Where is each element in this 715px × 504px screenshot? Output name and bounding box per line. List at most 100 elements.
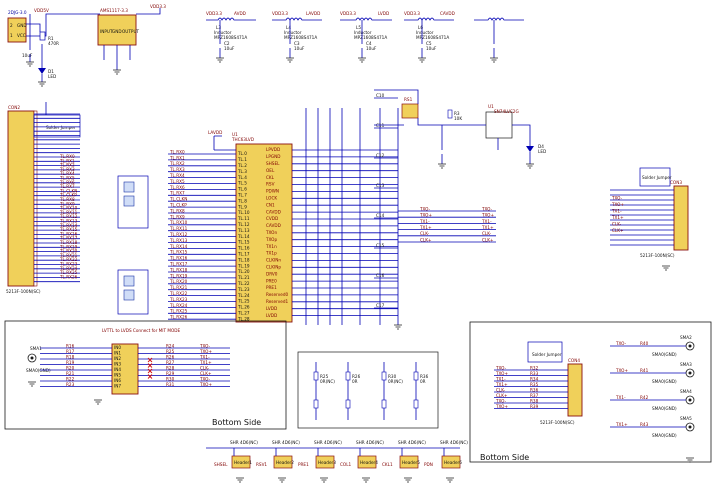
mid-res-body-2 [413, 399, 419, 409]
ic-left-pin: TL.0 [237, 151, 247, 156]
header-resistor: SHR 4D6(NC) [356, 440, 384, 445]
bl-row-res-r: R25 [166, 349, 175, 354]
ic-left-pin: TL.7 [237, 193, 247, 198]
bl-row-net: TXO- [199, 343, 211, 348]
power-filter-1: VDD3.3 AVDD L3 Inductor MPZ1608S471A C2 … [206, 11, 256, 63]
con2-net-label: TL.RX23 [59, 262, 78, 267]
bottom-left-frame [4, 320, 287, 430]
mid-res-ref: R25 [320, 374, 329, 379]
ic-left-pin: TL.13 [237, 228, 250, 233]
filter2-l-part: MPZ1608S471A [284, 35, 317, 40]
ic-cap-label: C11 [376, 123, 385, 128]
ic-left-pin: TL.4 [237, 175, 247, 180]
filter4-out: CAVDD [440, 11, 455, 16]
con3-net: TX1+ [611, 215, 624, 220]
ic-right-pin: TXOp [265, 237, 277, 242]
bl-row-res: R17 [66, 349, 75, 354]
sma-net: TX1+ [615, 422, 628, 427]
d4-label: LED [538, 149, 546, 154]
con2-net-label: TL.RX16 [59, 231, 78, 236]
rsv-block: RS1 R3 10K U1 SN74LVC2G D4 LED [374, 89, 546, 169]
bl-row-pin: IN5 [114, 373, 121, 378]
ic-left-pin: TL.26 [237, 305, 250, 310]
mid-res-body [413, 371, 419, 381]
con4-label: 5213F-100N(SC) [540, 420, 575, 425]
con2-ref: CON2 [8, 105, 20, 110]
power-filter-3: VDD3.3 LVDD L5 Inductor MPZ1608S471A C4 … [340, 11, 392, 63]
ic-cap-label: C13 [376, 183, 385, 188]
ic-left-net: TL.RX12 [169, 232, 188, 237]
ic-cap-label: C16 [376, 273, 385, 278]
br-row-res: R33 [530, 371, 539, 376]
con2-net-label: TL.RX3 [59, 167, 75, 172]
ic-cap-label: C14 [376, 213, 385, 218]
br-row-res: R34 [530, 376, 539, 381]
ic-right-pin: Reserved0 [266, 292, 288, 297]
con2-label: 5213F-100N(SC) [6, 289, 41, 294]
header-ref: Header3 [318, 460, 336, 465]
mid-res-body [313, 371, 319, 381]
dc-jack-pin-1: 1 [10, 33, 13, 38]
con2-net-label: TL.CLKN [59, 188, 77, 193]
header-label: CKL1 [382, 462, 393, 467]
dc-jack-title: 2DJG-3.0 [8, 10, 27, 15]
bl-row-res-r: R24 [166, 343, 175, 348]
vdd5v-net: VDD5V [34, 8, 49, 13]
ic-left-net: TL.RX11 [169, 226, 188, 231]
ic-left-net: TL.CLKP [169, 203, 187, 208]
ic-right-pin: CN1 [266, 202, 275, 207]
ic-left-pin: TL.23 [237, 287, 250, 292]
filter1-out: AVDD [234, 11, 246, 16]
bl-row-net: TX1+ [199, 360, 212, 365]
ic-cap-label: C12 [376, 153, 385, 158]
u2-out-net: VDD3.3 [150, 4, 166, 9]
ic-left-net: TL.RX5 [169, 179, 185, 184]
con2-net-label: TL.RX1 [59, 158, 75, 163]
ic-left-net: TL.RX7 [169, 191, 185, 196]
filter3-c-val: 10uF [366, 46, 377, 51]
ic-left-pin: TL.15 [237, 240, 250, 245]
ic-right-pin: CLKINn [266, 258, 281, 263]
filter2-c: C3 [294, 41, 300, 46]
ic-left-pin: TL.18 [237, 257, 250, 262]
header-label: PDN [424, 462, 433, 467]
con2-net-label: TL.CLKP [59, 193, 77, 198]
ic-left-pin: TL.24 [237, 293, 250, 298]
ic-right-pin: TXOn [265, 230, 277, 235]
bl-row-res: R18 [66, 354, 75, 359]
bl-row-net: TXO- [199, 376, 211, 381]
br-row-net: CLK- [496, 387, 506, 392]
ic-left-pin: TL.19 [237, 263, 250, 268]
led-d1-icon [38, 68, 46, 74]
r1-value: 470R [48, 41, 59, 46]
con2-net-label: TL.RX14 [59, 223, 78, 228]
ic-left-net: TL.RX0 [169, 149, 185, 154]
filter3-net: VDD3.3 [340, 11, 356, 16]
ic-left-net: TL.RX8 [169, 208, 185, 213]
header-ref: Header6 [444, 460, 462, 465]
bl-row-res-r: R29 [166, 371, 175, 376]
sma-res: R42 [640, 395, 649, 400]
br-row-res: R38 [530, 398, 539, 403]
ic-right-pin: LVDD [266, 313, 277, 318]
filter4-c-val: 10uF [426, 46, 437, 51]
br-row-net: CLK+ [496, 393, 508, 398]
con3-ref: CON3 [670, 180, 682, 185]
ic-left-net: TL.RX3 [169, 167, 185, 172]
sma-label: SMA3 [680, 362, 692, 367]
con2-net-label: TL.RX9 [59, 201, 75, 206]
power-filter-5 [474, 17, 524, 63]
ic-right-pin: CAVDD [266, 209, 281, 214]
bl-row-res-r: R26 [166, 354, 175, 359]
filter3-c: C4 [366, 41, 372, 46]
c6-value: 10uF [22, 53, 33, 58]
con2-net-label: TL.RX7 [59, 184, 75, 189]
ic-left-pin: TL.10 [237, 210, 250, 215]
ic-left-net: TL.RX14 [169, 244, 188, 249]
ic-left-net: TL.RX16 [169, 256, 188, 261]
br-row-res: R35 [530, 382, 539, 387]
con3-net: CLK- [612, 221, 622, 226]
connector-con2: CON2 5213F-100N(SC) Solder Jumper TL.RX0… [6, 102, 81, 294]
ic-cap-label: C10 [376, 93, 385, 98]
con2-net-label: TL.RX15 [59, 227, 78, 232]
